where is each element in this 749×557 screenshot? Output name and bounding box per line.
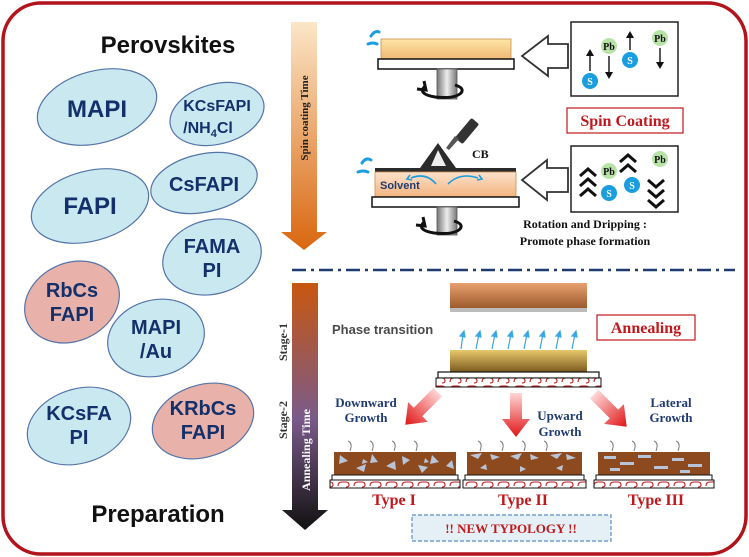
lateral-label-1: Lateral	[650, 395, 692, 410]
svg-text:/NH4Cl: /NH4Cl	[183, 120, 233, 140]
svg-text:MAPI: MAPI	[131, 317, 181, 339]
svg-text:RbCs: RbCs	[46, 280, 98, 302]
svg-text:FAMA: FAMA	[184, 236, 241, 258]
svg-text:KRbCs: KRbCs	[170, 398, 237, 420]
precursor-box-top: S Pb S Pb	[570, 21, 679, 97]
title-preparation: Preparation	[91, 501, 224, 528]
material-kcsfa-pi: KCsFA PI	[26, 386, 132, 466]
svg-text:Spin Coating: Spin Coating	[580, 113, 669, 130]
svg-text:Solvent: Solvent	[380, 180, 420, 192]
stage2-label: Stage-2	[276, 401, 290, 439]
spin-arrow-bottom	[520, 158, 569, 202]
phase-transition-arrows	[458, 329, 578, 350]
svg-text:KCsFA: KCsFA	[46, 403, 112, 425]
svg-text:FAPI: FAPI	[50, 304, 94, 326]
stage1-label: Stage-1	[276, 323, 290, 361]
upward-label-1: Upward	[537, 408, 583, 423]
precursor-box-bottom: Pb S S Pb	[570, 145, 679, 213]
red-arrow-downward	[405, 387, 443, 425]
spin-arrow-top	[520, 34, 569, 78]
svg-text:Pb: Pb	[654, 34, 666, 45]
svg-text:/Au: /Au	[140, 341, 172, 363]
film-type1	[329, 440, 461, 489]
annealing-time-arrow: Annealing Time	[282, 283, 328, 530]
type3-label: Type III	[628, 492, 684, 509]
film-type3	[593, 440, 715, 489]
svg-text:Pb: Pb	[603, 42, 615, 53]
svg-text:!! NEW TYPOLOGY !!: !! NEW TYPOLOGY !!	[445, 521, 577, 536]
material-mapi-au: MAPI /Au	[107, 298, 205, 378]
svg-text:PI: PI	[70, 427, 89, 449]
annealing-hotplate	[435, 350, 602, 388]
svg-text:Annealing: Annealing	[611, 320, 681, 337]
svg-text:CB: CB	[472, 147, 489, 161]
annealing-film-top	[450, 283, 587, 312]
svg-text:FAPI: FAPI	[181, 422, 225, 444]
svg-text:Pb: Pb	[654, 155, 666, 166]
spin-device-bottom: Solvent	[356, 143, 520, 236]
spin-coating-label-box: Spin Coating	[566, 107, 684, 134]
downward-label-2: Growth	[344, 410, 388, 425]
material-rbcs-fapi: RbCs FAPI	[24, 260, 120, 344]
spin-caption-line2: Promote phase formation	[520, 234, 651, 248]
svg-text:S: S	[627, 56, 633, 67]
svg-text:S: S	[629, 181, 635, 192]
svg-text:CsFAPI: CsFAPI	[169, 174, 239, 196]
type2-label: Type II	[498, 492, 548, 509]
material-krbcs-fapi: KRbCs FAPI	[151, 382, 255, 460]
spin-device-top	[366, 30, 515, 100]
svg-text:Pb: Pb	[603, 167, 615, 178]
material-fama-pi: FAMA PI	[162, 218, 262, 296]
svg-text:S: S	[606, 189, 612, 200]
spin-caption-line1: Rotation and Dripping :	[523, 217, 647, 231]
svg-text:Spin coating Time: Spin coating Time	[299, 75, 311, 160]
red-arrow-upward	[502, 393, 530, 437]
spin-time-arrow: Spin coating Time	[281, 22, 327, 250]
title-perovskites: Perovskites	[101, 32, 236, 59]
svg-text:KCsFAPI: KCsFAPI	[183, 98, 251, 115]
annealing-label-box: Annealing	[596, 314, 696, 341]
phase-transition-label: Phase transition	[332, 322, 433, 337]
svg-text:PI: PI	[203, 260, 222, 282]
svg-text:S: S	[587, 77, 593, 88]
dropper-icon: CB	[446, 118, 489, 161]
downward-label-1: Downward	[335, 395, 397, 410]
lateral-label-2: Growth	[649, 410, 693, 425]
svg-text:MAPI: MAPI	[67, 96, 127, 123]
material-csfapi: CsFAPI	[150, 151, 258, 215]
material-fapi: FAPI	[30, 168, 150, 244]
upward-label-2: Growth	[538, 424, 582, 439]
svg-text:Annealing Time: Annealing Time	[299, 408, 313, 491]
red-arrow-lateral	[589, 389, 627, 427]
material-kcsfapi-nh4cl: KCsFAPI /NH4Cl	[169, 81, 265, 147]
type1-label: Type I	[372, 492, 416, 509]
new-typology-box: !! NEW TYPOLOGY !!	[411, 514, 612, 542]
svg-text:FAPI: FAPI	[63, 193, 116, 220]
film-type2	[462, 440, 587, 489]
material-mapi: MAPI	[36, 68, 158, 146]
